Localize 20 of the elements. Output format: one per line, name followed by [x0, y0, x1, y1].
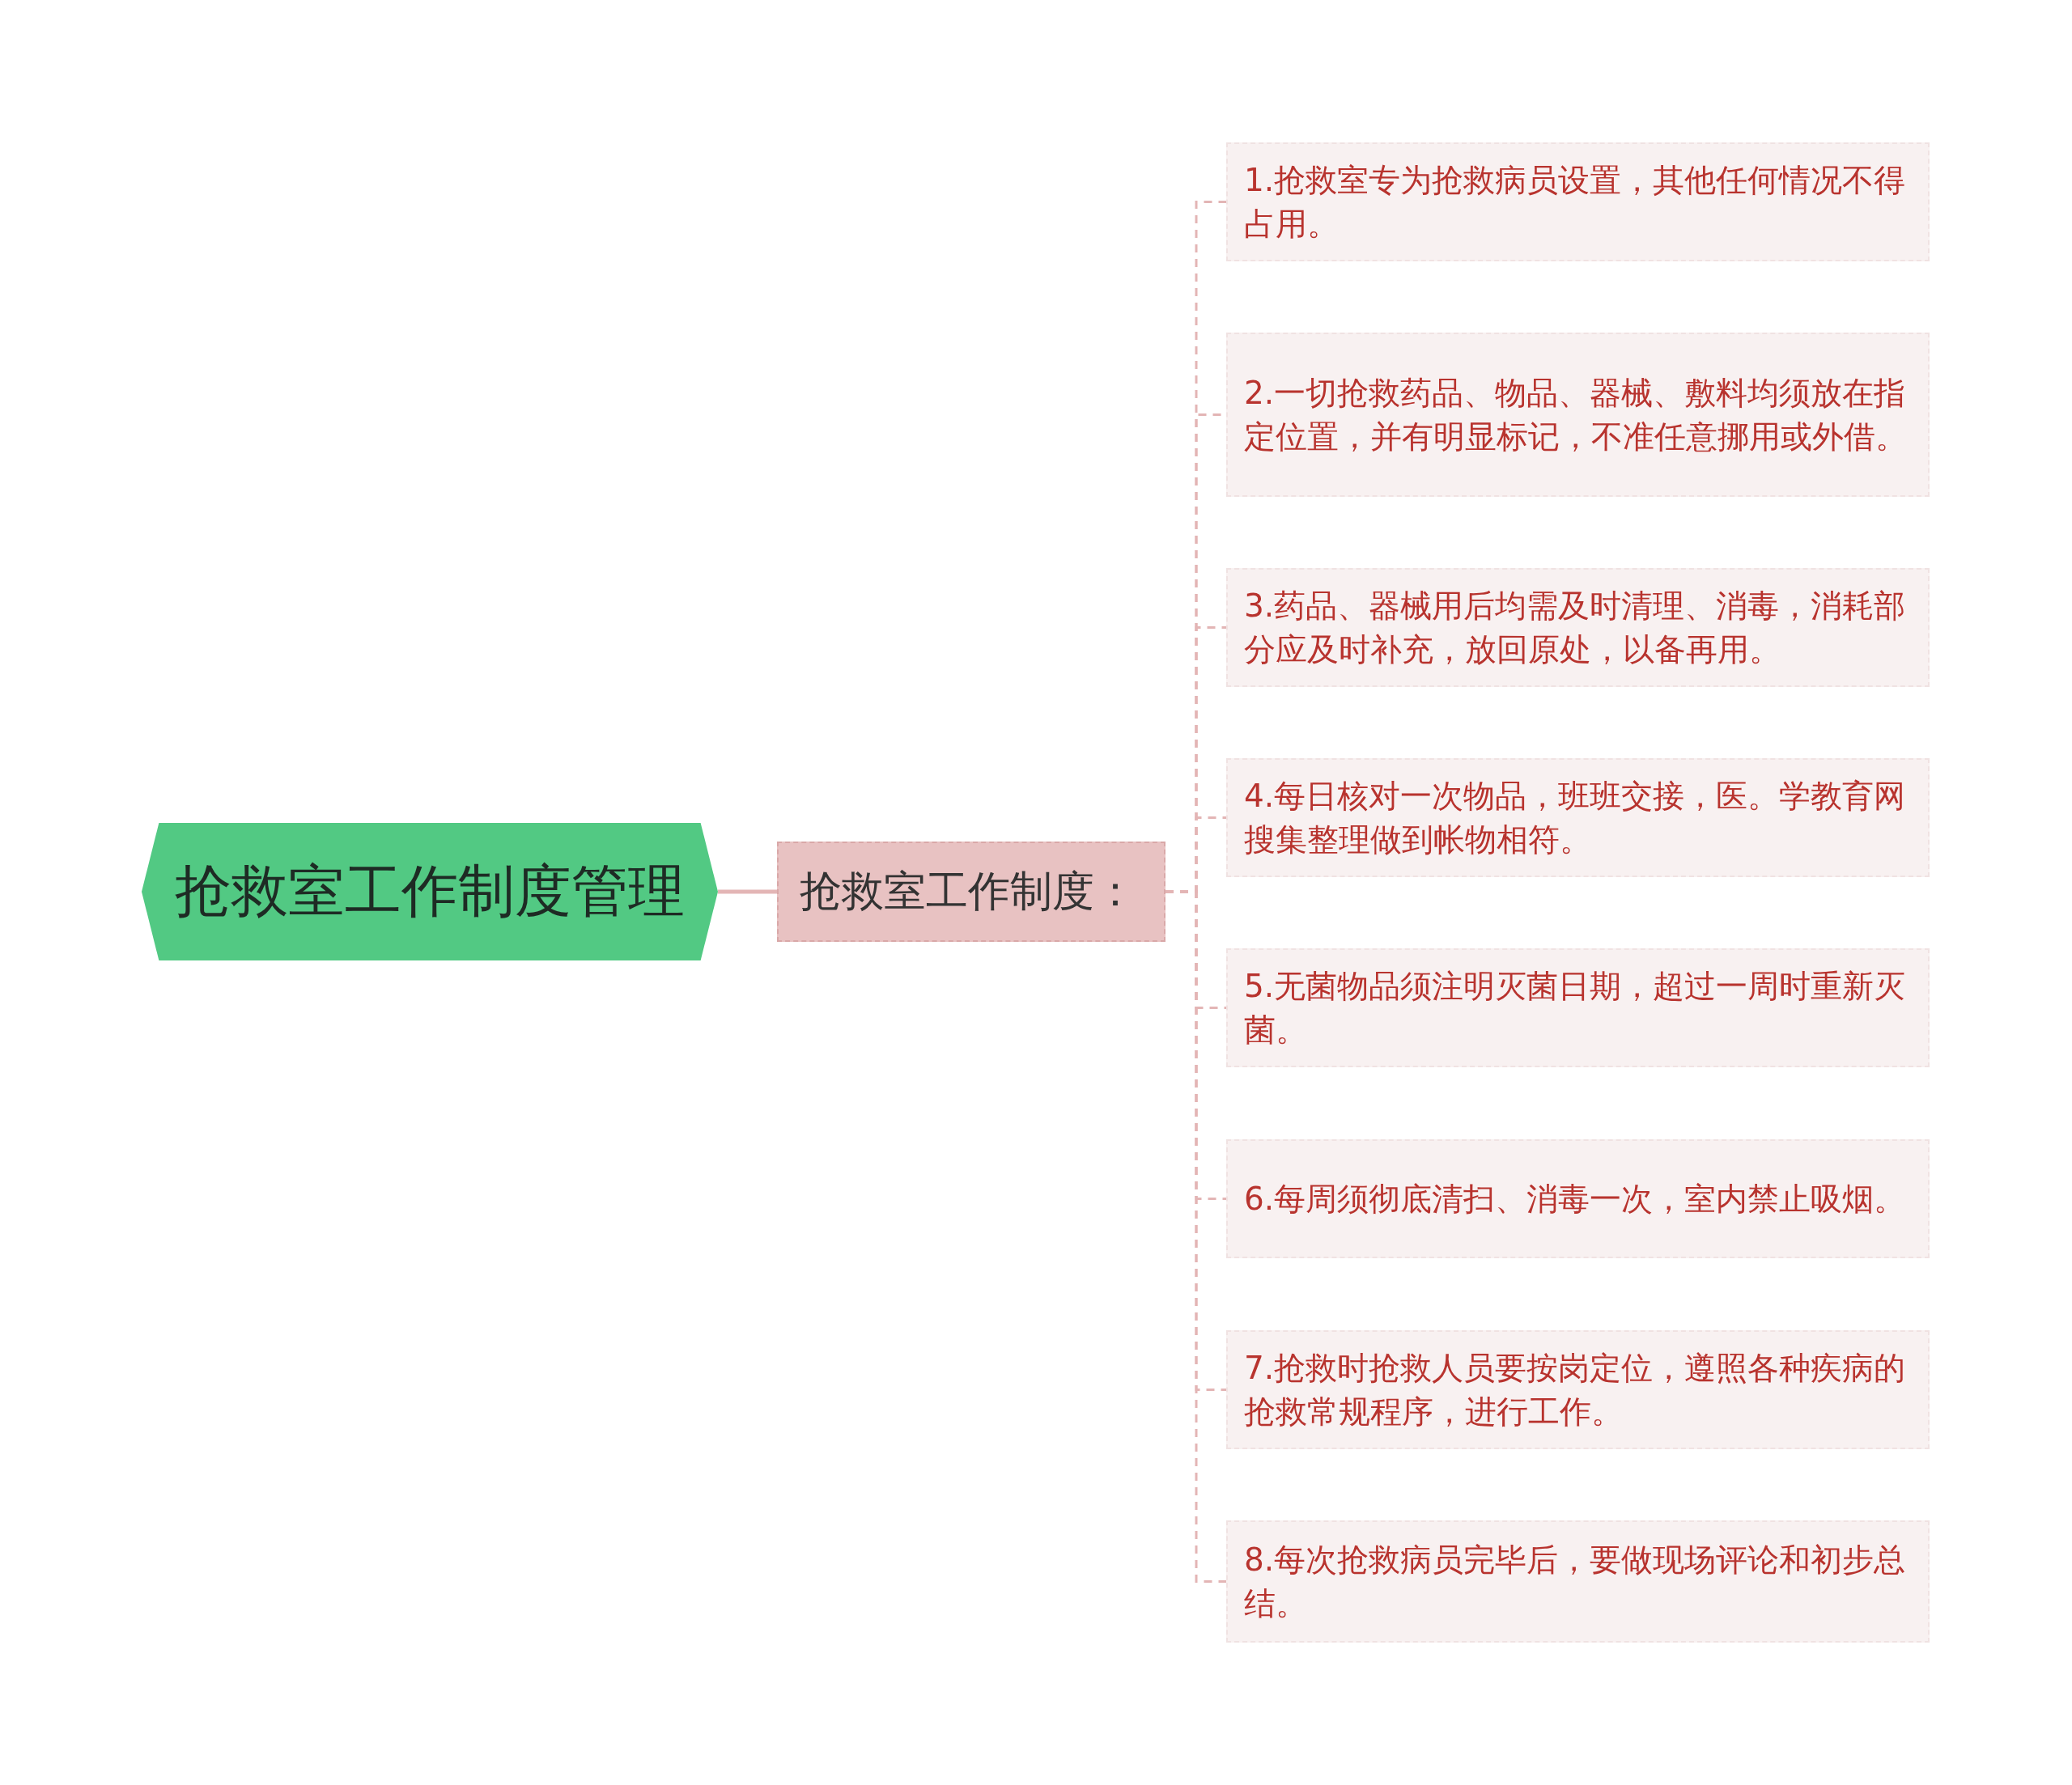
node-text: 6.每周须彻底清扫、消毒一次，室内禁止吸烟。 [1244, 1179, 1906, 1219]
note-box [1226, 1520, 1930, 1643]
note-box [1226, 1139, 1930, 1258]
note-box [1226, 142, 1930, 261]
connector-line [718, 889, 777, 894]
note-box [1226, 1330, 1930, 1449]
node-text: 3.药品、器械用后均需及时清理、消毒，消耗部分应及时补充，放回原处，以备再用。 [1244, 586, 1907, 669]
node-text: 抢救室工作制度管理 [175, 857, 685, 926]
note-box [1226, 333, 1930, 497]
node-text: 4.每日核对一次物品，班班交接，医。学教育网搜集整理做到帐物相符。 [1244, 776, 1907, 859]
node-text: 抢救室工作制度： [800, 866, 1136, 917]
node-text: 5.无菌物品须注明灭菌日期，超过一周时重新灭菌。 [1244, 966, 1907, 1049]
note-box [1226, 758, 1930, 877]
note-box [1226, 568, 1930, 687]
node-text: 2.一切抢救药品、物品、器械、敷料均须放在指定位置，并有明显标记，不准任意挪用或外借。 [1244, 373, 1908, 456]
node-text: 1.抢救室专为抢救病员设置，其他任何情况不得占用。 [1244, 160, 1907, 244]
topic-box [777, 842, 1166, 942]
note-box [1226, 948, 1930, 1067]
node-text: 7.抢救时抢救人员要按岗定位，遵照各种疾病的抢救常规程序，进行工作。 [1244, 1348, 1907, 1431]
node-text: 8.每次抢救病员完毕后，要做现场评论和初步总结。 [1244, 1540, 1907, 1623]
